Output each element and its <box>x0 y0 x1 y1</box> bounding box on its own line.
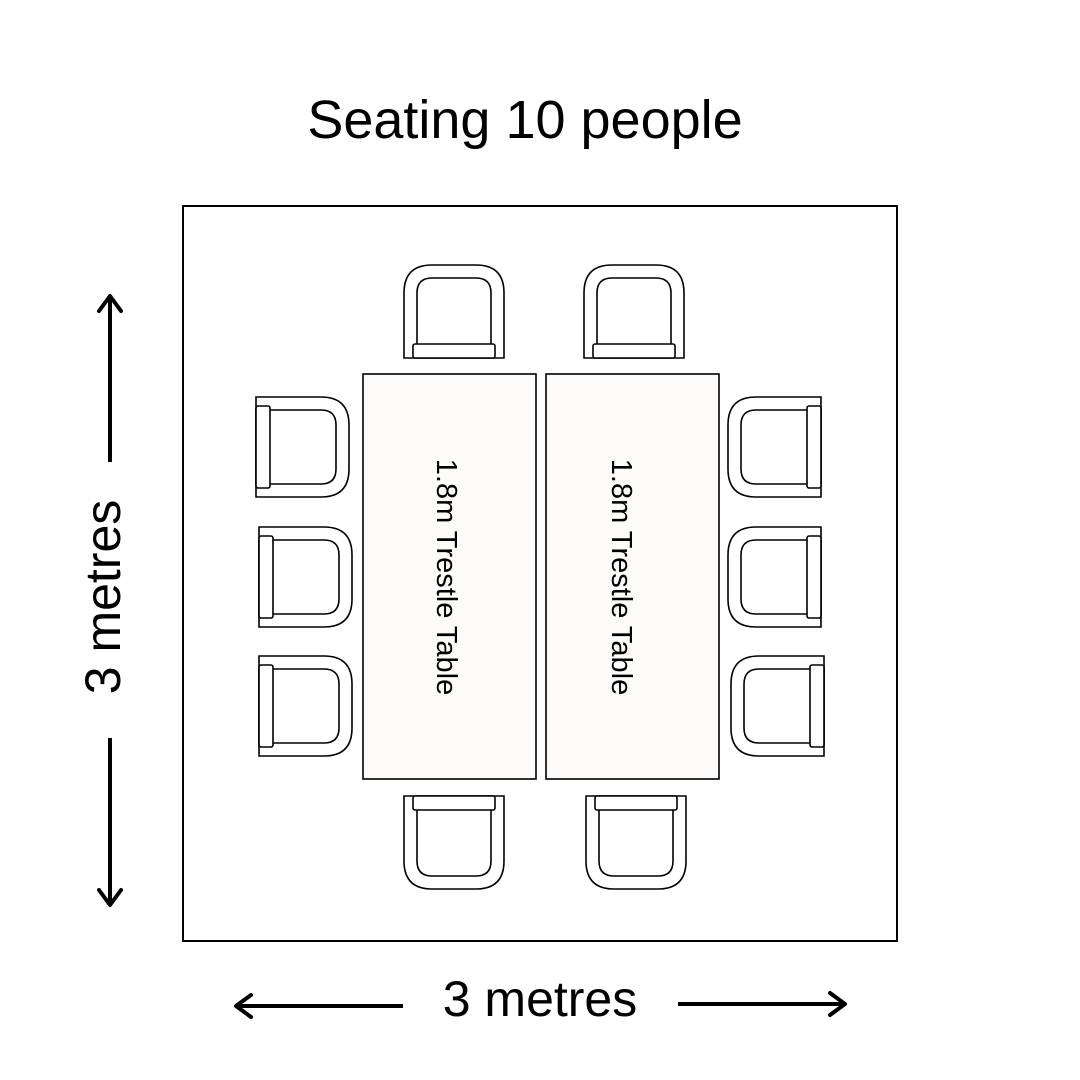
chair-rail <box>258 535 274 619</box>
chair-rail <box>592 343 676 359</box>
height-dimension: 3 metres <box>75 294 131 907</box>
trestle-table: 1.8m Trestle Table <box>545 373 720 780</box>
chair-seat <box>258 668 340 744</box>
room-outline <box>182 205 898 942</box>
diagram-title: Seating 10 people <box>307 90 742 150</box>
width-dimension: 3 metres <box>234 971 847 1027</box>
table-top <box>545 373 720 780</box>
chair-seat <box>740 409 822 485</box>
chair-rail <box>809 664 825 748</box>
chair-rail <box>594 795 678 811</box>
chair-icon <box>403 264 505 359</box>
chair-icon <box>585 795 687 890</box>
chair-rail <box>806 405 822 489</box>
chair-seat <box>416 277 492 359</box>
chair-icon <box>255 396 350 498</box>
chair-rail <box>258 664 274 748</box>
arrow-up-icon <box>97 294 123 313</box>
chair-seat <box>258 539 340 615</box>
chair-seat <box>743 668 825 744</box>
chair-rail <box>806 535 822 619</box>
chair-icon <box>258 655 353 757</box>
chair-seat <box>255 409 337 485</box>
arrow-right-icon <box>828 991 847 1017</box>
chair-rail <box>412 795 496 811</box>
trestle-table: 1.8m Trestle Table <box>362 373 537 780</box>
width-label: 3 metres <box>443 971 638 1027</box>
chair-seat <box>598 795 674 877</box>
arrow-down-icon <box>97 888 123 907</box>
arrow-left-icon <box>234 993 253 1019</box>
chair-rail <box>255 405 271 489</box>
chairs-group <box>255 264 825 890</box>
chair-rail <box>412 343 496 359</box>
chair-icon <box>258 526 353 628</box>
chair-icon <box>403 795 505 890</box>
chair-icon <box>583 264 685 359</box>
table-label: 1.8m Trestle Table <box>430 459 462 695</box>
chair-seat <box>416 795 492 877</box>
chair-seat <box>596 277 672 359</box>
height-label: 3 metres <box>75 500 131 695</box>
table-label: 1.8m Trestle Table <box>605 459 637 695</box>
chair-icon <box>727 526 822 628</box>
chair-seat <box>740 539 822 615</box>
chair-icon <box>727 396 822 498</box>
chair-icon <box>730 655 825 757</box>
table-top <box>362 373 537 780</box>
